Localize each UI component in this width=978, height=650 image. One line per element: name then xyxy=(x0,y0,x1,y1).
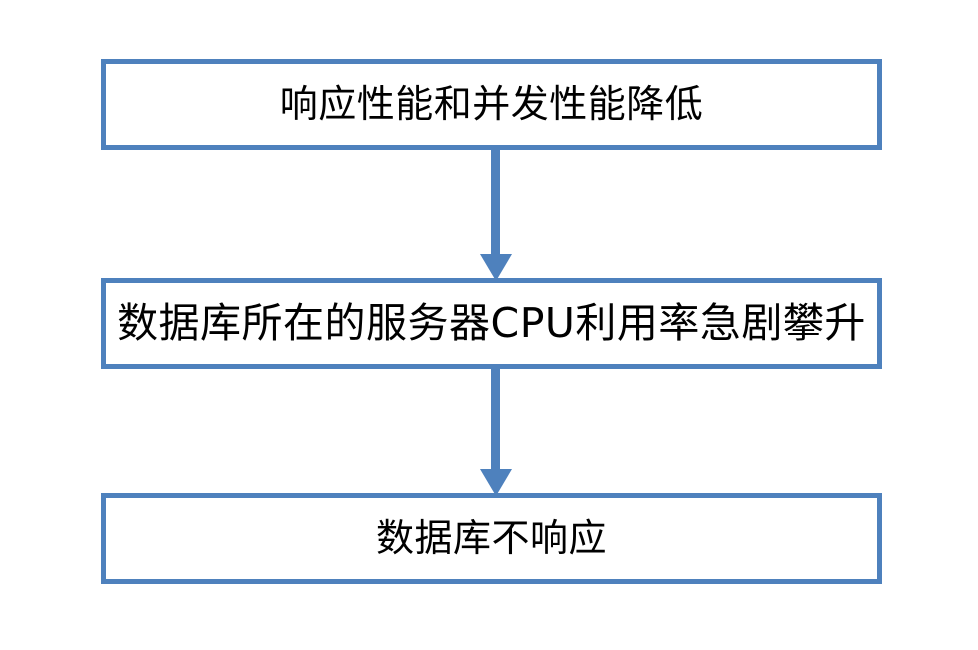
down-arrow-icon xyxy=(480,148,512,281)
flow-node-2[interactable]: 数据库所在的服务器CPU利用率急剧攀升 xyxy=(101,278,882,369)
flow-node-2-label: 数据库所在的服务器CPU利用率急剧攀升 xyxy=(117,298,866,347)
flow-node-3-label: 数据库不响应 xyxy=(375,515,607,560)
flow-node-1[interactable]: 响应性能和并发性能降低 xyxy=(101,59,882,150)
flow-edge-2 xyxy=(470,367,522,496)
flow-node-3[interactable]: 数据库不响应 xyxy=(101,493,882,584)
flow-edge-1 xyxy=(470,148,522,281)
flow-node-1-label: 响应性能和并发性能降低 xyxy=(279,81,704,126)
down-arrow-icon xyxy=(480,367,512,496)
